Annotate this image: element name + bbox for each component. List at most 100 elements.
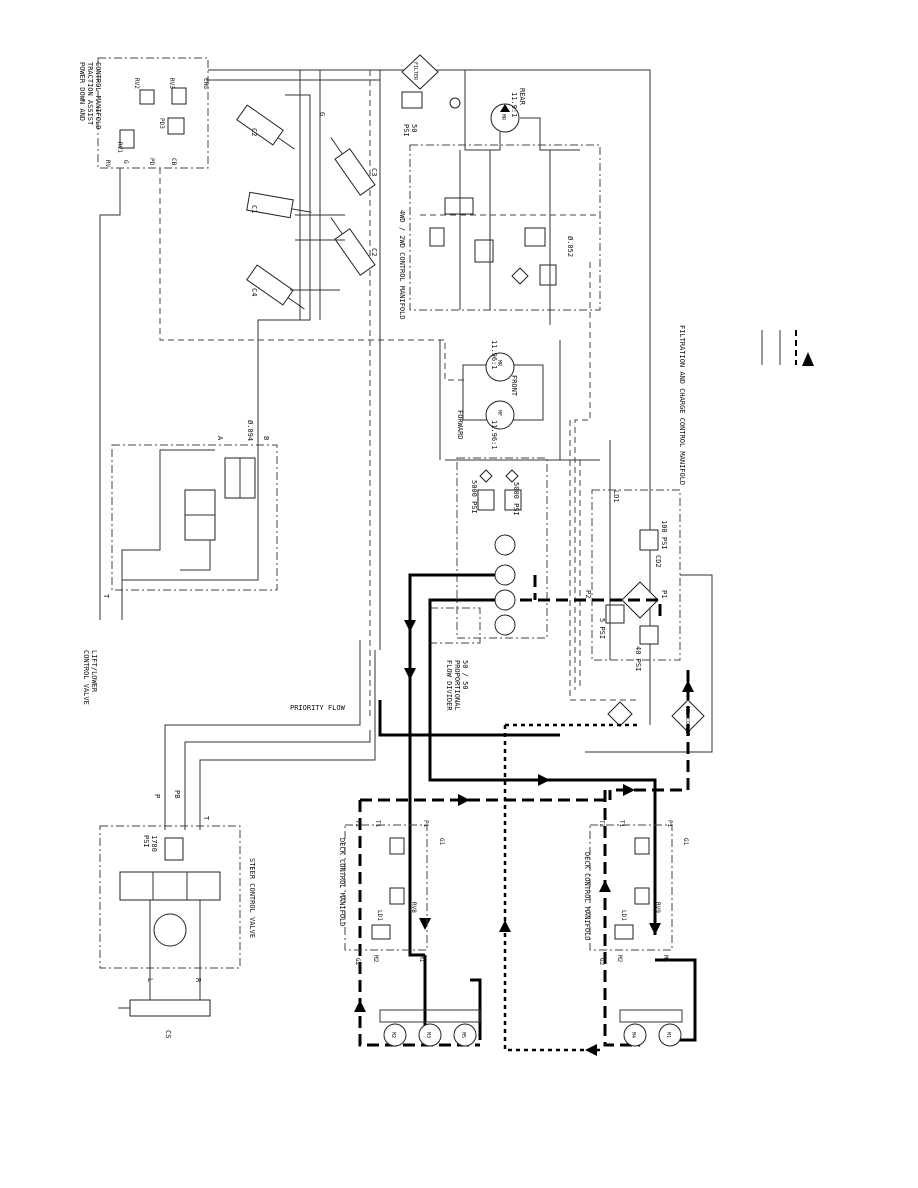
chg-label: CHG [202,78,209,89]
flow-arrow-left-icon [585,1044,597,1056]
lift-lower-title-2: CONTROL VALVE [82,650,90,705]
rv2-label: RV2 [133,78,140,89]
top-filter-group: FILTER 50 PSI [401,54,461,137]
psi-1780-unit: PSI [142,835,150,848]
forward-label: FORWARD [456,410,464,440]
flow-arrow-up-icon [404,620,416,632]
steer-control-valve: STEER CONTROL VALVE 1780 PSI P PB T L R … [99,790,256,1038]
p1-label: P1 [660,590,668,598]
flow-arrow-up-2-icon [682,680,694,692]
power-down-pd3-symbol [167,117,185,135]
steer-motor-symbol [153,913,187,947]
flow-arrow-down-icon [404,668,416,680]
deck-manifold-right: DECK CONTROL MANIFOLD RV9 LD1 G1 G2 T2 T… [583,820,689,966]
psi-100-label: 100 PSI [660,520,668,550]
solenoid-valve-sv1-symbol [444,197,474,215]
check-valve-100psi-symbol [639,529,659,551]
legend-arrow-icon [802,352,814,366]
lift-port-t: T [102,594,110,599]
filtration-title: FILTRATION AND CHARGE CONTROL MANIFOLD [678,325,686,485]
cd2-label: CD2 [654,555,662,568]
flow-arrow-down-2-icon [419,918,431,930]
drive-motors: MR MF 11.96:1 11.96:1 FRONT FORWARD [439,340,600,461]
psi-50-value: 50 [410,124,418,132]
check-diamond-icon [511,267,529,285]
relief-valve-symbol [429,227,445,247]
c1-label: C1 [250,205,258,213]
g1-left-label: G1 [438,838,445,846]
g1-right-label: G1 [682,838,689,846]
rear-ratio: 11.9:1 [510,92,518,117]
relief-valve-rv3-symbol [171,87,187,105]
rear-label: REAR [518,88,526,106]
relief-5000-b-symbol [504,489,522,511]
m3-code: M3 [425,1032,431,1038]
m4-code: M4 [630,1032,636,1038]
port-b-label: B [262,436,270,440]
t1-right-label: T1 [618,820,625,828]
rear-code: MR [500,114,506,121]
deck-right-relief-rv9 [634,887,650,905]
deck-motor-m2 [383,1023,407,1047]
deck-left-relief-rv8 [389,887,405,905]
flow-arrow-right-3-icon [623,784,635,796]
motor-mf-symbol [485,400,515,430]
front-label: FRONT [510,375,518,397]
rear-motor: REAR 11.9:1 MR [464,70,580,151]
psi-50-unit: PSI [402,124,410,137]
check-valve-40psi-symbol [639,625,659,645]
deck-motors: M2 M3 M5 M4 M1 [379,1009,683,1047]
relief-5000-a-symbol [477,489,495,511]
m1-code: M1 [665,1032,671,1038]
flow-arrow-up-4-icon [354,1000,366,1012]
mf-code: MF [496,410,502,416]
divider-title-1: 50 / 50 [461,660,469,690]
heat-exchanger-icon [607,701,633,727]
rv9-label: RV9 [654,902,661,913]
steer-port-r: R [194,978,202,983]
m2-left-label: M2 [372,955,379,963]
p1-left-label: P1 [422,820,429,828]
pd3-label: PD3 [158,118,165,129]
check-valve-5psi-symbol [605,604,625,624]
traction-title-1: POWER DOWN AND [78,62,86,121]
pump-p2-symbol [494,589,516,611]
ld1-label: LD1 [612,490,620,503]
deck-left-title: DECK CONTROL MANIFOLD [338,838,346,927]
port-a-label: A [216,436,224,441]
flow-arrow-right-2-icon [458,794,470,806]
pump-assembly: 5000 PSI 5000 PSI 50 / 50 PROPORTIONAL F… [429,457,548,711]
p1-right-label: P1 [666,820,673,828]
traction-title-2: TRACTION ASSIST [86,62,94,126]
heavy-pressure-lines [354,573,697,1056]
deck-right-title: DECK CONTROL MANIFOLD [583,852,591,941]
psi-40-label: 40 PSI [634,646,642,671]
g-port-label: G [122,160,129,164]
c4-label: C4 [250,288,258,296]
divider-title-3: FLOW DIVIDER [445,660,453,711]
line-legend [761,330,814,366]
t1-left-label: T1 [374,820,381,828]
steer-lines: PRIORITY FLOW [164,640,376,830]
motor-mr-symbol [485,352,515,382]
m2-right-label: M2 [616,955,623,963]
pump-symbol [494,534,516,556]
rv-port-label: RV [104,160,111,168]
steer-port-p: P [153,794,161,798]
steer-valve-title: STEER CONTROL VALVE [248,858,256,938]
ld1-left-label: LD1 [376,910,383,921]
deck-right-ld1 [614,924,634,940]
oil-cooler-group: OIL COOLER [607,699,705,737]
ld1-right-label: LD1 [620,910,627,921]
steer-port-pb: PB [173,790,181,798]
deck-manifold-left: DECK CONTROL MANIFOLD RV8 LD1 G1 G2 T2 T… [338,820,445,966]
mr-code: MR [496,360,502,367]
deck-motor-m1 [658,1023,682,1047]
wd-manifold-title: 4WD / 2WD CONTROL MANIFOLD [398,210,406,320]
m2-code: M2 [390,1032,396,1038]
m1-right-label: M1 [662,955,669,963]
priority-flow-label: PRIORITY FLOW [290,704,346,712]
p2-label: P2 [584,590,592,598]
lift-cylinders: C2 C1 C4 C3 C2 G [236,94,378,440]
